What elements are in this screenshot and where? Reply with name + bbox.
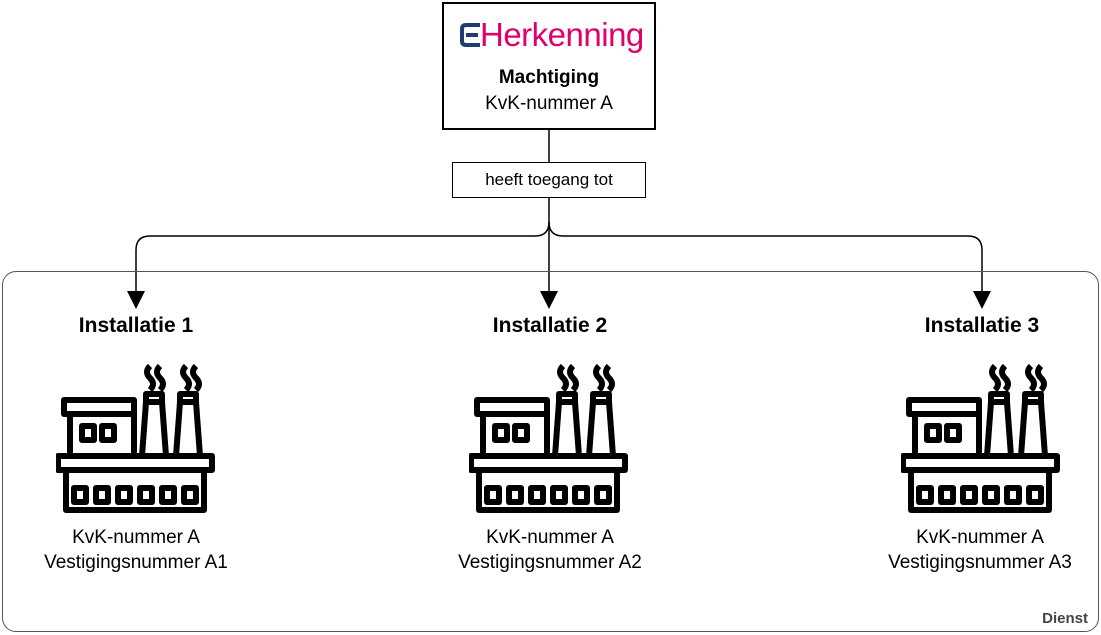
arrow-right <box>548 221 991 309</box>
installation-2-details: KvK-nummer A Vestigingsnummer A2 <box>420 525 680 575</box>
box-title: Machtiging <box>498 67 600 88</box>
factory-icon <box>56 363 215 513</box>
box-subtitle: KvK-nummer A <box>485 93 613 114</box>
kvk-number: KvK-nummer A <box>486 527 614 548</box>
eherkenning-logo: Herkenning <box>460 15 644 55</box>
dienst-container: Dienst <box>2 271 1099 632</box>
machtiging-box: Herkenning Machtiging KvK-nummer A <box>442 2 656 130</box>
kvk-number: KvK-nummer A <box>916 527 1044 548</box>
installation-3-details: KvK-nummer A Vestigingsnummer A3 <box>850 525 1101 575</box>
logo-text: Herkenning <box>480 16 644 53</box>
installation-title: Installatie 1 <box>78 314 194 337</box>
vestiging-number: Vestigingsnummer A1 <box>44 552 228 573</box>
installation-1-details: KvK-nummer A Vestigingsnummer A1 <box>6 525 266 575</box>
installation-title: Installatie 2 <box>492 314 608 337</box>
installation-1: Installatie 1 <box>16 314 256 338</box>
relation-label: heeft toegang tot <box>452 162 646 198</box>
dienst-label: Dienst <box>1042 610 1088 627</box>
arrow-left <box>127 221 550 309</box>
factory-icon <box>901 363 1060 513</box>
installation-title: Installatie 3 <box>924 314 1040 337</box>
factory-icon <box>469 363 628 513</box>
vestiging-number: Vestigingsnummer A3 <box>888 552 1072 573</box>
kvk-number: KvK-nummer A <box>72 527 200 548</box>
installation-2: Installatie 2 <box>430 314 670 338</box>
installation-3: Installatie 3 <box>862 314 1101 338</box>
e-letter-icon <box>460 23 480 47</box>
vestiging-number: Vestigingsnummer A2 <box>458 552 642 573</box>
